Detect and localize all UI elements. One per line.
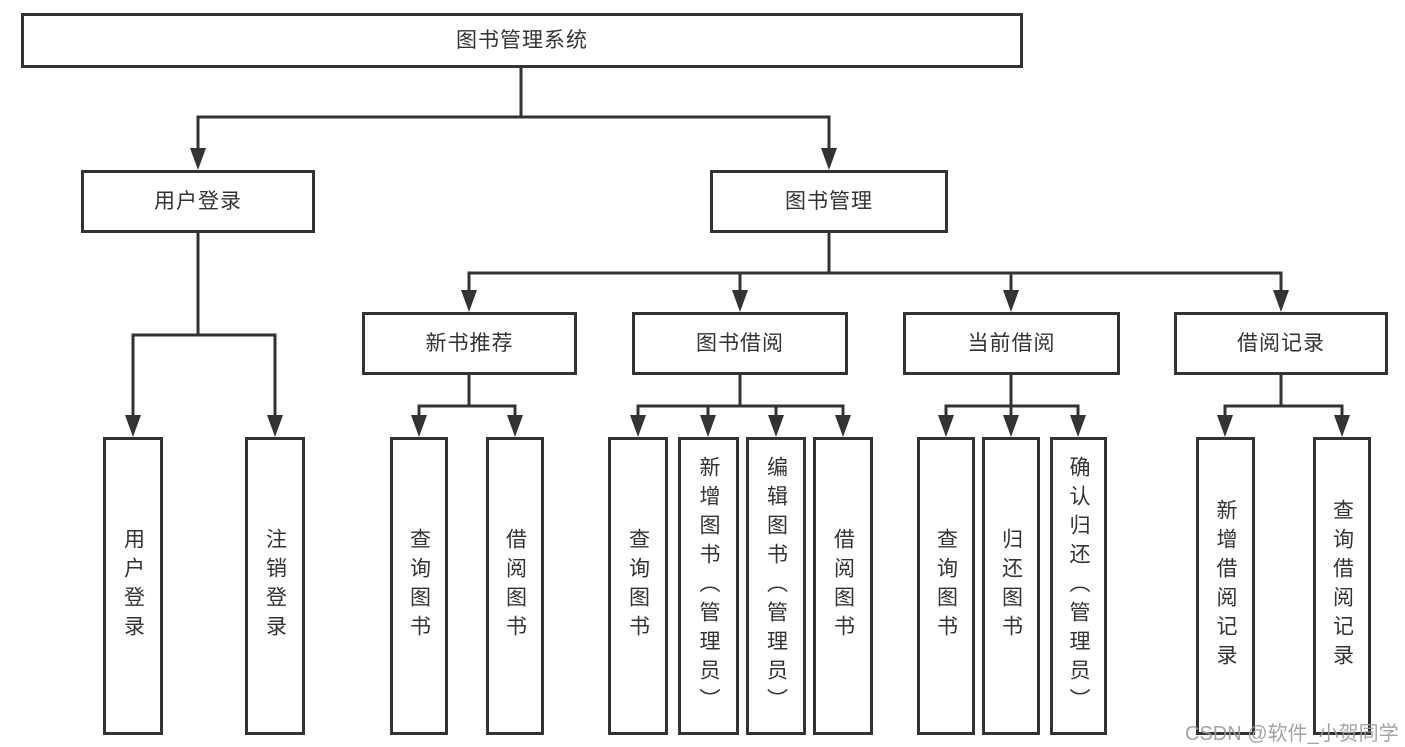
leaf-logout: 注销登录 [245, 437, 305, 735]
connector-root-split [196, 68, 831, 150]
node-current-borrow: 当前借阅 [903, 312, 1120, 375]
leaf-add-borrow-record: 新增借阅记录 [1196, 437, 1255, 735]
arrowhead [1003, 290, 1019, 312]
node-label: 确认归还（管理员） [1067, 455, 1090, 717]
node-label: 归还图书 [999, 528, 1023, 644]
node-label: 查询图书 [626, 528, 650, 644]
leaf-confirm-return-admin: 确认归还（管理员） [1050, 437, 1107, 735]
node-borrow-records: 借阅记录 [1174, 312, 1388, 375]
arrowhead [1070, 415, 1086, 437]
node-label: 当前借阅 [967, 332, 1056, 355]
arrowhead [700, 415, 716, 437]
node-book-management: 图书管理 [710, 170, 948, 233]
node-label: 借阅图书 [831, 528, 855, 644]
arrowhead [768, 415, 784, 437]
connector-bookmgmt-split [467, 233, 1283, 291]
node-label: 查询图书 [934, 528, 958, 644]
node-label: 新增图书（管理员） [697, 455, 720, 717]
node-label: 新书推荐 [425, 332, 514, 355]
connector-borrow-split [636, 375, 845, 416]
arrowhead [125, 415, 141, 437]
arrowhead [507, 415, 523, 437]
node-label: 查询借阅记录 [1330, 499, 1354, 673]
leaf-return-books: 归还图书 [982, 437, 1040, 735]
node-label: 用户登录 [121, 528, 145, 644]
arrowhead [411, 415, 427, 437]
arrowhead [938, 415, 954, 437]
connector-newbooks-split [417, 375, 517, 416]
node-user-login: 用户登录 [81, 170, 315, 233]
node-label: 注销登录 [263, 528, 287, 644]
leaf-add-books-admin: 新增图书（管理员） [678, 437, 739, 735]
arrowhead [1003, 415, 1019, 437]
leaf-query-books-2: 查询图书 [608, 437, 668, 735]
leaf-query-borrow-record: 查询借阅记录 [1313, 437, 1371, 735]
leaf-query-books-1: 查询图书 [390, 437, 448, 735]
connector-current-split [944, 375, 1080, 416]
leaf-query-books-3: 查询图书 [917, 437, 975, 735]
node-new-book-recommend: 新书推荐 [362, 312, 577, 375]
arrowhead [732, 290, 748, 312]
node-label: 用户登录 [154, 190, 242, 213]
leaf-user-login: 用户登录 [103, 437, 163, 735]
node-library-system: 图书管理系统 [21, 13, 1023, 68]
node-label: 借阅记录 [1237, 332, 1325, 355]
node-label: 图书管理 [785, 190, 873, 213]
node-label: 查询图书 [407, 528, 431, 644]
connector-records-split [1223, 375, 1344, 416]
arrowhead [1334, 415, 1350, 437]
node-label: 图书管理系统 [456, 29, 588, 52]
node-label: 图书借阅 [696, 332, 784, 355]
arrowhead [1217, 415, 1233, 437]
arrowhead [835, 415, 851, 437]
node-label: 编辑图书（管理员） [764, 455, 788, 717]
connector-userlogin-split [131, 233, 277, 416]
leaf-borrow-books-1: 借阅图书 [486, 437, 544, 735]
csdn-watermark: CSDN @软件_小贺同学 [1185, 723, 1399, 745]
node-label: 新增借阅记录 [1214, 499, 1237, 673]
arrowhead [461, 290, 477, 312]
arrowhead [190, 148, 206, 170]
arrowhead [267, 415, 283, 437]
arrowhead [1273, 290, 1289, 312]
leaf-borrow-books-2: 借阅图书 [813, 437, 873, 735]
node-label: 借阅图书 [503, 528, 527, 644]
node-book-borrow: 图书借阅 [632, 312, 848, 375]
arrowhead [821, 148, 837, 170]
leaf-edit-books-admin: 编辑图书（管理员） [746, 437, 806, 735]
arrowhead [630, 415, 646, 437]
